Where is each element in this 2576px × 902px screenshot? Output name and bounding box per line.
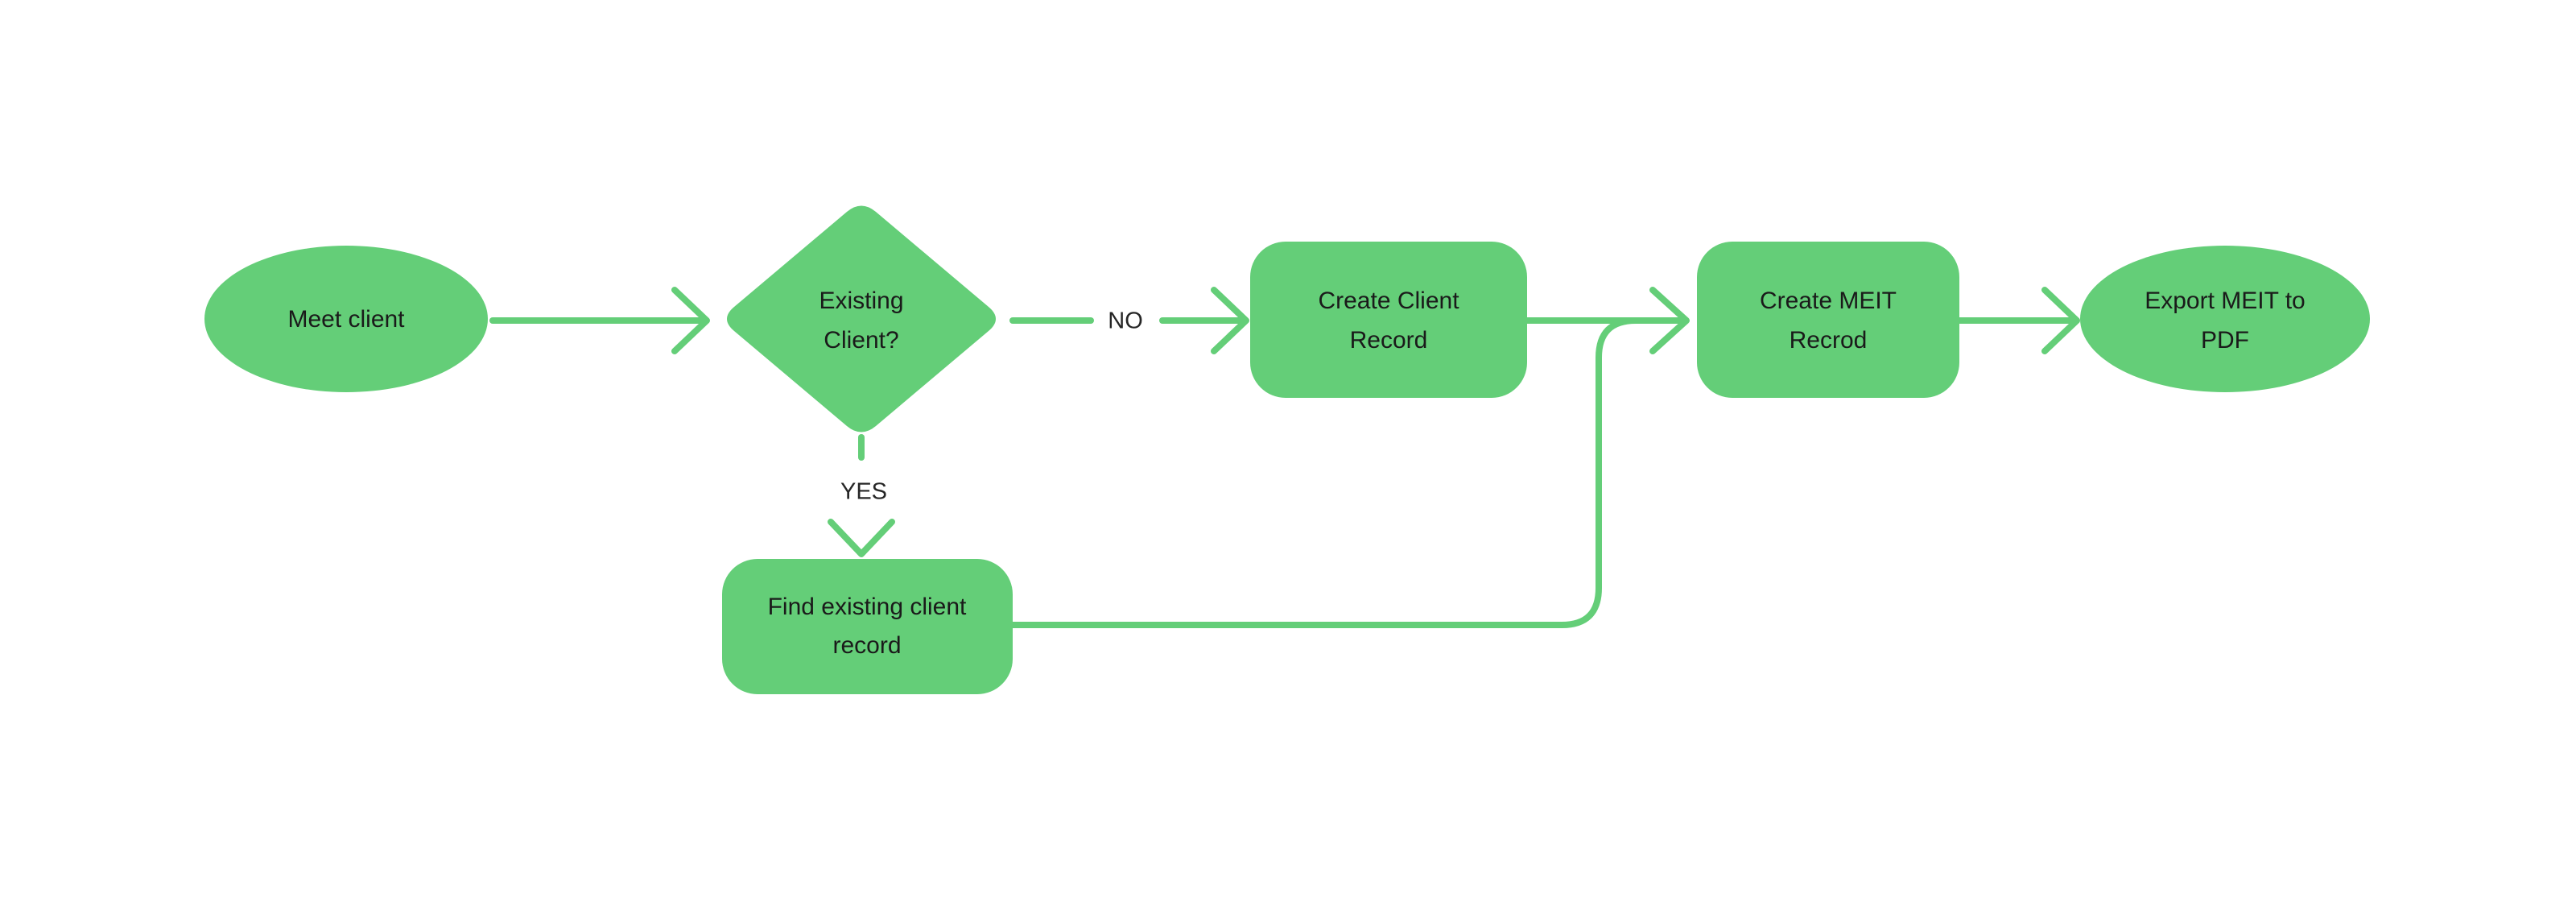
- node-label-line-1: Create MEIT: [1760, 288, 1897, 314]
- edge-elbow-path: [1009, 317, 1671, 628]
- arrowhead-icon: [671, 287, 710, 354]
- node-label-line-2: Client?: [824, 327, 898, 354]
- node-find-existing-client-record[interactable]: Find existing client record: [722, 559, 1013, 694]
- node-label-line-1: Export MEIT to: [2145, 288, 2306, 314]
- node-label-line-1: Create Client: [1318, 288, 1459, 314]
- node-label-line-2: record: [832, 632, 901, 659]
- node-label-line-2: Record: [1350, 327, 1428, 354]
- node-ellipse-shape: [204, 246, 488, 392]
- edge-find-existing-client-record-to-create-meit-record: [1009, 317, 1671, 628]
- node-meet-client[interactable]: Meet client: [204, 246, 488, 392]
- arrowhead-icon: [2041, 287, 2080, 354]
- edge-label-yes: YES: [840, 479, 887, 505]
- arrowhead-icon: [1211, 287, 1249, 354]
- arrowhead-icon: [1649, 287, 1690, 354]
- edge-existing-client-to-create-client-record: NO: [1009, 287, 1249, 354]
- node-label-line-1: Meet client: [287, 306, 405, 333]
- node-label-line-1: Find existing client: [768, 594, 967, 620]
- node-existing-client[interactable]: Existing Client?: [727, 205, 996, 432]
- node-create-meit-record[interactable]: Create MEIT Recrod: [1697, 242, 1959, 398]
- arrowhead-icon: [828, 519, 895, 557]
- node-label-line-2: PDF: [2201, 327, 2249, 354]
- node-rect-shape: [1250, 242, 1527, 398]
- edge-existing-client-to-find-existing-client-record: YES: [828, 434, 895, 557]
- node-export-meit-pdf[interactable]: Export MEIT to PDF: [2080, 246, 2370, 392]
- node-label-line-2: Recrod: [1790, 327, 1868, 354]
- node-label-line-1: Existing: [819, 288, 903, 314]
- node-diamond-shape: [727, 205, 996, 432]
- node-create-client-record[interactable]: Create Client Record: [1250, 242, 1527, 398]
- edge-create-meit-record-to-export-meit-pdf: [1956, 287, 2080, 354]
- edge-meet-client-to-existing-client: [489, 287, 710, 354]
- node-rect-shape: [1697, 242, 1959, 398]
- node-rect-shape: [722, 559, 1013, 694]
- edge-label-no: NO: [1108, 308, 1143, 334]
- node-ellipse-shape: [2080, 246, 2370, 392]
